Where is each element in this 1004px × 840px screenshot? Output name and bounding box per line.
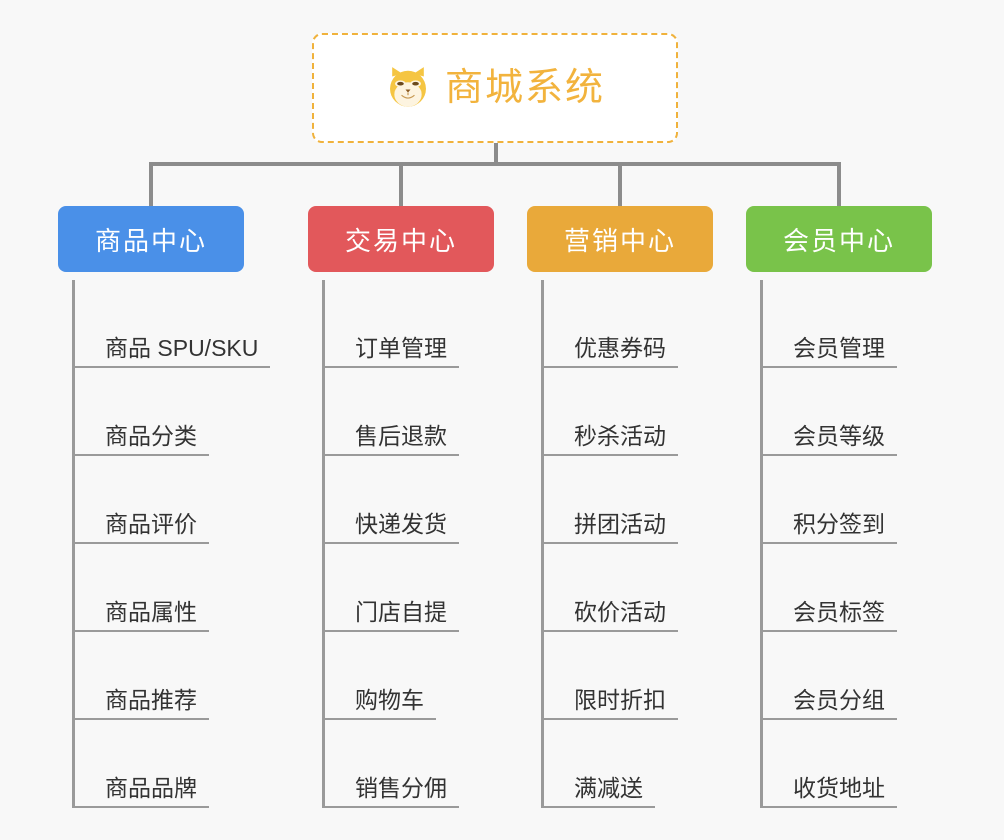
list-item[interactable]: 会员管理 bbox=[760, 280, 897, 368]
column-rail bbox=[322, 280, 325, 808]
shiba-dog-face-icon bbox=[390, 67, 426, 107]
connector-horizontal-bus bbox=[150, 162, 840, 166]
list-item-label: 积分签到 bbox=[793, 510, 885, 537]
column-rail bbox=[760, 280, 763, 808]
list-item[interactable]: 限时折扣 bbox=[541, 632, 678, 720]
list-item-label: 购物车 bbox=[355, 686, 424, 713]
list-item-label: 优惠券码 bbox=[574, 334, 666, 361]
connector-drop-3 bbox=[618, 162, 622, 206]
list-item[interactable]: 优惠券码 bbox=[541, 280, 678, 368]
list-item[interactable]: 收货地址 bbox=[760, 720, 897, 808]
list-item-label: 限时折扣 bbox=[574, 686, 666, 713]
list-item[interactable]: 商品 SPU/SKU bbox=[72, 280, 271, 368]
list-item[interactable]: 订单管理 bbox=[322, 280, 459, 368]
root-node[interactable]: 商城系统 bbox=[312, 33, 678, 143]
connector-drop-2 bbox=[399, 162, 403, 206]
list-item[interactable]: 满减送 bbox=[541, 720, 655, 808]
list-item[interactable]: 商品评价 bbox=[72, 456, 209, 544]
list-item[interactable]: 会员标签 bbox=[760, 544, 897, 632]
list-item[interactable]: 拼团活动 bbox=[541, 456, 678, 544]
list-item-label: 商品推荐 bbox=[105, 686, 197, 713]
list-item-label: 会员等级 bbox=[793, 422, 885, 449]
list-item[interactable]: 砍价活动 bbox=[541, 544, 678, 632]
column-rail bbox=[72, 280, 75, 808]
list-item[interactable]: 商品属性 bbox=[72, 544, 209, 632]
list-item-label: 会员分组 bbox=[793, 686, 885, 713]
list-item-label: 满减送 bbox=[574, 774, 643, 801]
connector-drop-1 bbox=[149, 162, 153, 206]
root-title: 商城系统 bbox=[444, 67, 605, 109]
list-item[interactable]: 积分签到 bbox=[760, 456, 897, 544]
list-item-label: 商品分类 bbox=[105, 422, 197, 449]
list-item-label: 会员标签 bbox=[793, 598, 885, 625]
list-item[interactable]: 销售分佣 bbox=[322, 720, 459, 808]
list-item-label: 会员管理 bbox=[793, 334, 885, 361]
category-box-4[interactable]: 会员中心 bbox=[746, 206, 932, 272]
list-item[interactable]: 会员等级 bbox=[760, 368, 897, 456]
category-box-2[interactable]: 交易中心 bbox=[308, 206, 494, 272]
list-item[interactable]: 秒杀活动 bbox=[541, 368, 678, 456]
list-item-label: 商品属性 bbox=[105, 598, 197, 625]
list-item-label: 门店自提 bbox=[355, 598, 447, 625]
list-item[interactable]: 商品品牌 bbox=[72, 720, 209, 808]
list-item[interactable]: 门店自提 bbox=[322, 544, 459, 632]
list-item-label: 商品 SPU/SKU bbox=[105, 334, 259, 361]
list-item-label: 收货地址 bbox=[793, 774, 885, 801]
list-item-label: 售后退款 bbox=[355, 422, 447, 449]
list-item-label: 拼团活动 bbox=[574, 510, 666, 537]
list-item[interactable]: 售后退款 bbox=[322, 368, 459, 456]
list-item[interactable]: 商品分类 bbox=[72, 368, 209, 456]
list-item-label: 秒杀活动 bbox=[574, 422, 666, 449]
category-label: 会员中心 bbox=[782, 225, 895, 256]
list-item[interactable]: 购物车 bbox=[322, 632, 436, 720]
list-item-label: 商品评价 bbox=[105, 510, 197, 537]
list-item-label: 订单管理 bbox=[355, 334, 447, 361]
category-label: 交易中心 bbox=[344, 225, 457, 256]
list-item-label: 砍价活动 bbox=[574, 598, 666, 625]
list-item-label: 商品品牌 bbox=[105, 774, 197, 801]
list-item[interactable]: 会员分组 bbox=[760, 632, 897, 720]
list-item[interactable]: 快递发货 bbox=[322, 456, 459, 544]
list-item[interactable]: 商品推荐 bbox=[72, 632, 209, 720]
category-label: 营销中心 bbox=[563, 225, 676, 256]
category-box-3[interactable]: 营销中心 bbox=[527, 206, 713, 272]
list-item-label: 销售分佣 bbox=[355, 774, 447, 801]
connector-drop-4 bbox=[837, 162, 841, 206]
column-rail bbox=[541, 280, 544, 808]
category-label: 商品中心 bbox=[94, 225, 207, 256]
list-item-label: 快递发货 bbox=[355, 510, 447, 537]
category-box-1[interactable]: 商品中心 bbox=[58, 206, 244, 272]
connector-root-stem bbox=[494, 143, 498, 165]
